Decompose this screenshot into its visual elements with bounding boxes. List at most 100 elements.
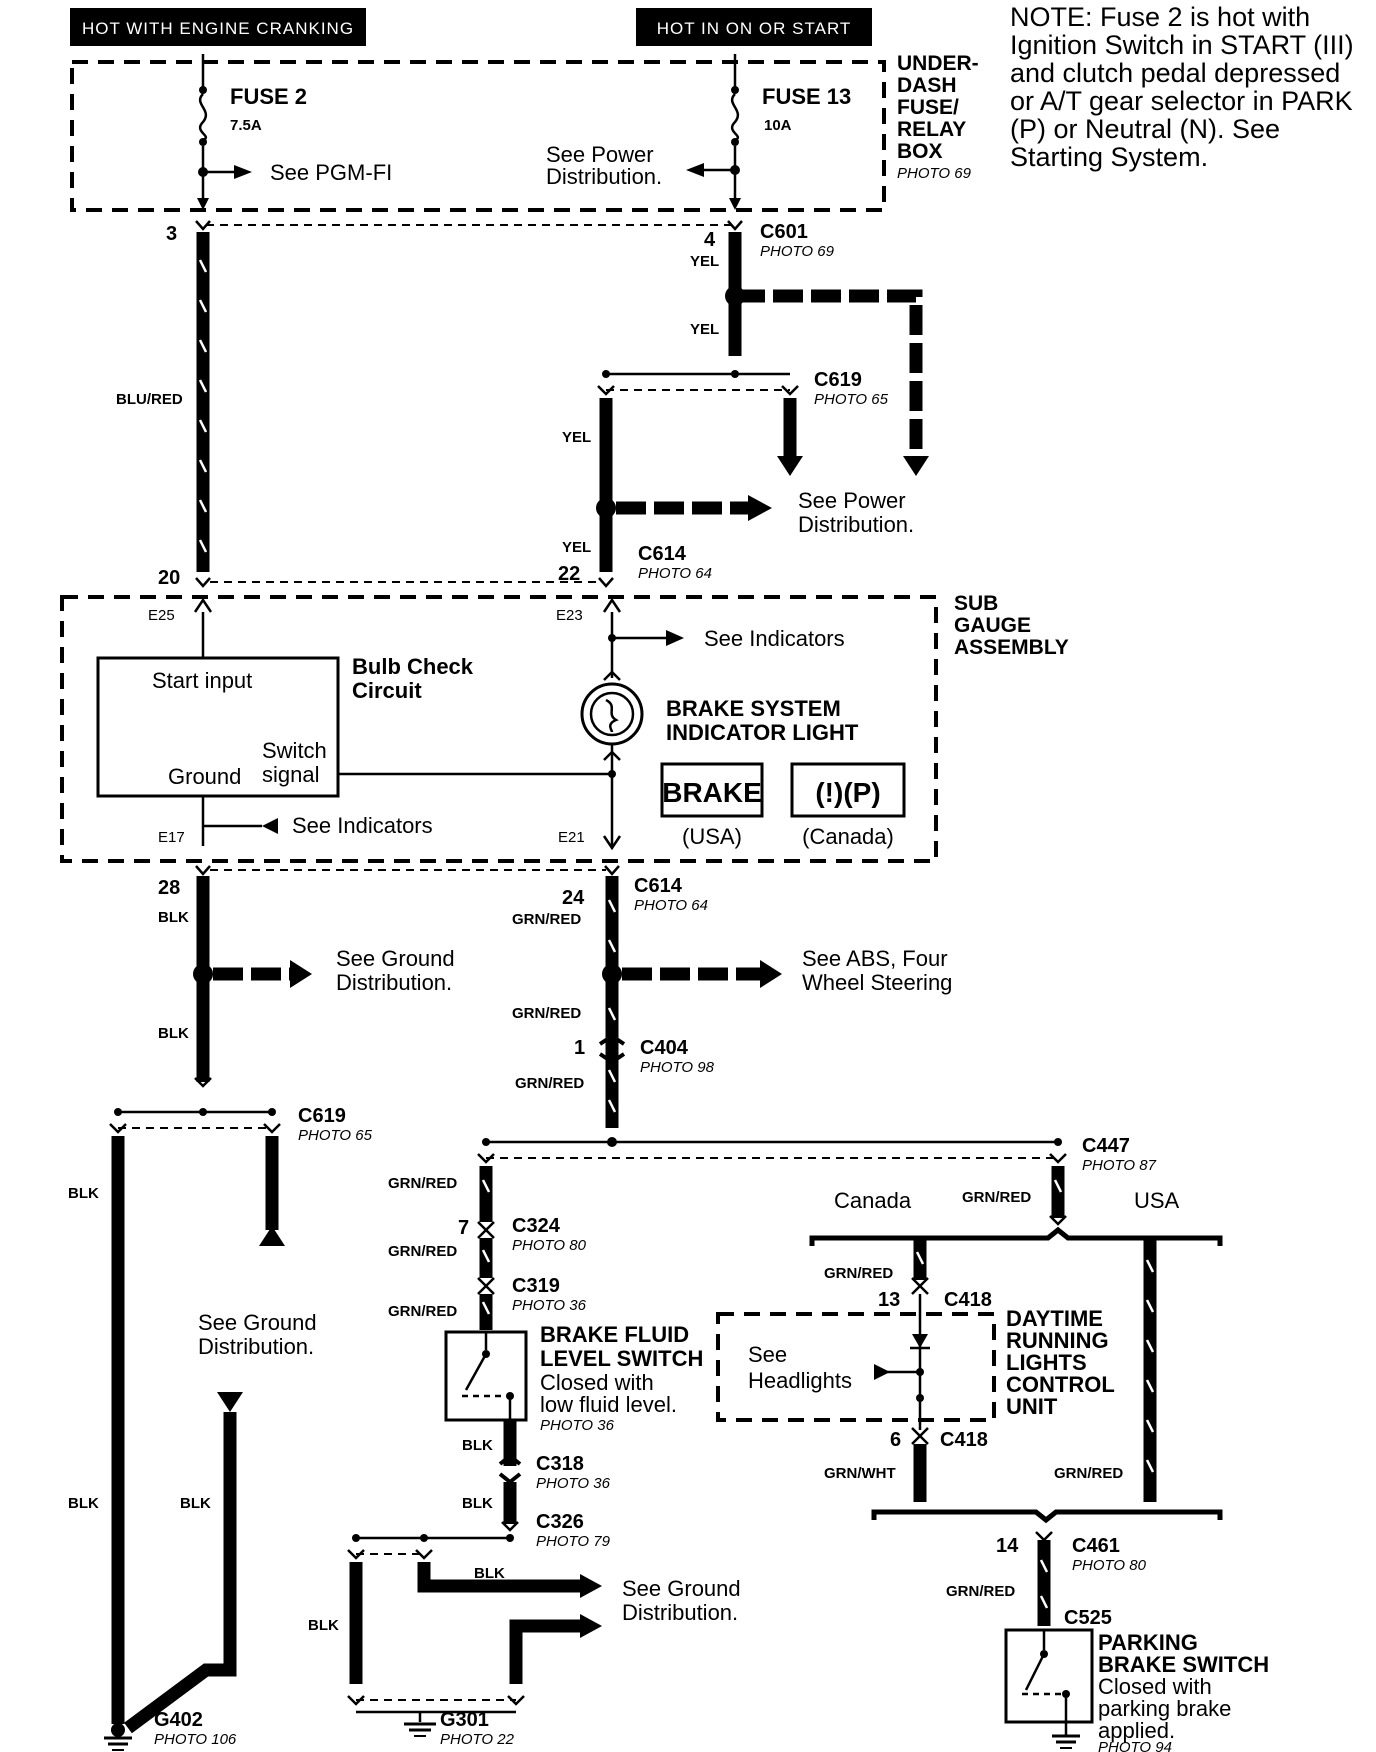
svg-text:C461: C461 [1072, 1535, 1120, 1557]
svg-text:BRAKE: BRAKE [662, 777, 762, 808]
svg-text:7.5A: 7.5A [230, 117, 262, 134]
svg-text:(P) or Neutral (N). See: (P) or Neutral (N). See [1010, 114, 1280, 144]
svg-text:10A: 10A [764, 117, 792, 134]
wire-drl-output: 6 C418 GRN/WHT [824, 1427, 988, 1502]
svg-text:(USA): (USA) [682, 824, 742, 849]
svg-text:GRN/RED: GRN/RED [946, 1583, 1015, 1600]
svg-text:UNDER-: UNDER- [897, 52, 979, 75]
svg-text:GAUGE: GAUGE [954, 614, 1031, 637]
svg-text:FUSE/: FUSE/ [897, 96, 959, 119]
svg-text:FUSE 2: FUSE 2 [230, 84, 307, 109]
svg-text:DAYTIME: DAYTIME [1006, 1306, 1103, 1331]
svg-text:PHOTO 106: PHOTO 106 [154, 1731, 237, 1748]
svg-text:C447: C447 [1082, 1135, 1130, 1157]
svg-text:C525: C525 [1064, 1607, 1112, 1629]
svg-text:PHOTO 36: PHOTO 36 [540, 1417, 615, 1434]
connector-c614-upper: 20 22 C614 PHOTO 64 [158, 543, 712, 589]
wire-blk-g402: BLK BLK BLK See Ground Distribution. [68, 1136, 317, 1734]
svg-text:LIGHTS: LIGHTS [1006, 1350, 1087, 1375]
svg-text:Headlights: Headlights [748, 1368, 852, 1393]
svg-text:Distribution.: Distribution. [336, 970, 452, 995]
wire-yel-middle: YEL YEL See Power Distribution. [562, 398, 914, 572]
svg-text:See Indicators: See Indicators [292, 813, 433, 838]
svg-text:PHOTO 36: PHOTO 36 [512, 1297, 587, 1314]
svg-text:BLK: BLK [68, 1495, 99, 1512]
svg-text:low fluid level.: low fluid level. [540, 1392, 677, 1417]
svg-text:PHOTO 36: PHOTO 36 [536, 1475, 611, 1492]
svg-text:Ignition Switch in START (III): Ignition Switch in START (III) [1010, 30, 1354, 60]
wire-grn-red-main: GRN/RED GRN/RED GRN/RED See ABS, Four Wh… [512, 876, 952, 1128]
svg-text:GRN/RED: GRN/RED [388, 1175, 457, 1192]
svg-text:PHOTO 80: PHOTO 80 [1072, 1557, 1147, 1574]
svg-text:C319: C319 [512, 1275, 560, 1297]
svg-text:Closed with: Closed with [1098, 1674, 1212, 1699]
svg-text:PHOTO 64: PHOTO 64 [634, 897, 708, 914]
svg-text:C601: C601 [760, 221, 808, 243]
svg-text:GRN/RED: GRN/RED [512, 1005, 581, 1022]
svg-text:G301: G301 [440, 1709, 489, 1731]
svg-text:PHOTO 22: PHOTO 22 [440, 1731, 515, 1748]
svg-text:7: 7 [458, 1217, 469, 1239]
svg-text:Closed with: Closed with [540, 1370, 654, 1395]
svg-text:C318: C318 [536, 1453, 584, 1475]
svg-text:LEVEL SWITCH: LEVEL SWITCH [540, 1346, 703, 1371]
connector-c619-upper: C619 PHOTO 65 [597, 369, 889, 476]
svg-text:HOT WITH ENGINE CRANKING: HOT WITH ENGINE CRANKING [82, 19, 354, 38]
svg-text:SUB: SUB [954, 592, 998, 615]
wire-yel-top: YEL YEL [690, 232, 929, 476]
header-engine-cranking: HOT WITH ENGINE CRANKING [70, 8, 366, 46]
svg-text:CONTROL: CONTROL [1006, 1372, 1115, 1397]
svg-text:C404: C404 [640, 1037, 689, 1059]
svg-text:See ABS, Four: See ABS, Four [802, 946, 948, 971]
svg-text:E23: E23 [556, 607, 583, 624]
svg-text:BLK: BLK [308, 1617, 339, 1634]
parking-brake-switch: PARKING BRAKE SWITCH Closed with parking… [1004, 1628, 1269, 1752]
fuse-13: FUSE 13 10A See Power Distribution. [546, 54, 851, 210]
connector-c447: C447 PHOTO 87 [477, 1135, 1157, 1174]
svg-text:YEL: YEL [690, 321, 719, 338]
svg-text:BRAKE SYSTEM: BRAKE SYSTEM [666, 696, 841, 721]
svg-text:(Canada): (Canada) [802, 824, 894, 849]
svg-text:BRAKE SWITCH: BRAKE SWITCH [1098, 1652, 1269, 1677]
svg-text:PHOTO 94: PHOTO 94 [1098, 1739, 1172, 1752]
wire-canada-drl: GRN/RED 13 C418 [824, 1240, 992, 1311]
svg-text:RUNNING: RUNNING [1006, 1328, 1109, 1353]
svg-text:PHOTO 64: PHOTO 64 [638, 565, 712, 582]
svg-text:3: 3 [166, 223, 177, 245]
svg-text:C619: C619 [814, 369, 862, 391]
svg-text:Circuit: Circuit [352, 678, 422, 703]
fuse-relay-box: UNDER- DASH FUSE/ RELAY BOX PHOTO 69 [70, 52, 979, 212]
svg-text:4: 4 [704, 229, 716, 251]
wire-blk-bfls-ground: BLK BLK C318 PHOTO 36 C326 PHOTO 79 [462, 1420, 611, 1550]
svg-text:PHOTO 79: PHOTO 79 [536, 1533, 611, 1550]
svg-text:GRN/RED: GRN/RED [962, 1189, 1031, 1206]
svg-text:Starting System.: Starting System. [1010, 142, 1208, 172]
svg-text:BOX: BOX [897, 140, 943, 163]
svg-text:UNIT: UNIT [1006, 1394, 1058, 1419]
svg-text:See Power: See Power [798, 488, 906, 513]
svg-text:20: 20 [158, 567, 180, 589]
svg-text:YEL: YEL [562, 539, 591, 556]
svg-text:See Ground: See Ground [336, 946, 455, 971]
svg-text:INDICATOR LIGHT: INDICATOR LIGHT [666, 720, 859, 745]
svg-text:See PGM-FI: See PGM-FI [270, 160, 392, 185]
svg-text:or A/T gear selector in PARK: or A/T gear selector in PARK [1010, 86, 1353, 116]
svg-text:YEL: YEL [690, 253, 719, 270]
svg-text:Distribution.: Distribution. [798, 512, 914, 537]
wire-blu-red: BLU/RED [116, 232, 210, 572]
svg-text:E17: E17 [158, 829, 185, 846]
svg-text:14: 14 [996, 1535, 1019, 1557]
ground-g402: G402 PHOTO 106 [104, 1709, 237, 1751]
wire-usa-direct: GRN/RED [1054, 1240, 1157, 1502]
svg-text:24: 24 [562, 887, 585, 909]
svg-text:BLK: BLK [180, 1495, 211, 1512]
svg-text:signal: signal [262, 762, 319, 787]
svg-text:RELAY: RELAY [897, 118, 966, 141]
svg-text:PHOTO 69: PHOTO 69 [760, 243, 835, 260]
svg-text:PARKING: PARKING [1098, 1630, 1198, 1655]
connector-c326: BLK BLK See Ground Distribution. G301 PH… [308, 1534, 741, 1748]
svg-text:ASSEMBLY: ASSEMBLY [954, 636, 1069, 659]
svg-text:BLK: BLK [158, 1025, 189, 1042]
svg-text:Distribution.: Distribution. [622, 1600, 738, 1625]
